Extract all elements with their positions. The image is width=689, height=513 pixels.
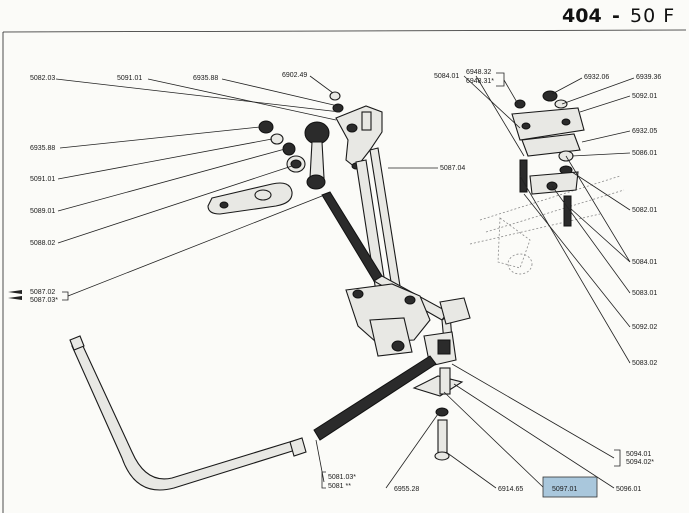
highlight-box-5097-01[interactable]	[542, 476, 598, 498]
bolt-6914-65	[437, 419, 448, 455]
label-5094-02: 5094.02*	[626, 459, 654, 466]
nut-6902-49	[329, 91, 341, 101]
arm-hole	[219, 201, 229, 209]
header-separator: -	[612, 5, 620, 27]
arm-eye	[254, 189, 272, 201]
bush-5089-01	[282, 142, 296, 156]
label-5092-02: 5092.02	[632, 324, 657, 331]
label-5089-01: 5089.01	[30, 208, 55, 215]
label-6914-65: 6914.65	[498, 486, 523, 493]
arrow-marker-icon	[8, 296, 22, 300]
label-5091-01-top: 5091.01	[117, 75, 142, 82]
ball-joint	[304, 121, 330, 145]
bottom-fastener-group	[412, 367, 464, 461]
nut-6935-88	[258, 120, 274, 134]
label-5094-01: 5094.01	[626, 451, 651, 458]
screw-5084-01	[563, 195, 572, 227]
drop-link	[309, 141, 325, 179]
label-5083-01: 5083.01	[632, 290, 657, 297]
label-5092-01: 5092.01	[632, 93, 657, 100]
label-5084-01: 5084.01	[632, 259, 657, 266]
header-section: 50 F	[630, 5, 675, 27]
label-5081: 5081 **	[328, 483, 351, 490]
right-assembly	[469, 90, 625, 275]
label-6902-49: 6902.49	[282, 72, 307, 79]
label-5091-01-left: 5091.01	[30, 176, 55, 183]
label-5082-03: 5082.03	[30, 75, 55, 82]
label-6948-31: 6948.31*	[466, 78, 494, 85]
mount-bush	[369, 317, 413, 357]
label-5087-04: 5087.04	[440, 165, 465, 172]
label-5088-02: 5088.02	[30, 240, 55, 247]
label-6955-28: 6955.28	[394, 486, 419, 493]
center-mount	[345, 283, 471, 357]
label-6932-06: 6932.06	[584, 74, 609, 81]
leader-lines	[55, 72, 635, 489]
label-6935-88-left: 6935.88	[30, 145, 55, 152]
label-5096-01: 5096.01	[616, 486, 641, 493]
label-5087-02: 5087.02	[30, 289, 55, 296]
frame-top-line	[2, 29, 687, 33]
header-model: 404	[562, 5, 602, 27]
u-bar	[71, 343, 303, 491]
label-6935-88-top: 6935.88	[193, 75, 218, 82]
screw-5082-01	[519, 159, 528, 193]
label-6948-32: 6948.32	[466, 69, 491, 76]
upper-plate-5092-01	[511, 107, 585, 141]
threaded-rod-lower	[313, 355, 437, 441]
label-6932-05: 6932.05	[632, 128, 657, 135]
label-5084-01-top: 5084.01	[434, 73, 459, 80]
washer-6955-28	[435, 407, 449, 417]
bolt-top	[361, 111, 372, 131]
label-5087-03: 5087.03*	[30, 297, 58, 304]
stud	[439, 367, 451, 395]
label-5097-01[interactable]: 5097.01	[552, 486, 577, 493]
label-6939-36: 6939.36	[636, 74, 661, 81]
label-5083-02: 5083.02	[632, 360, 657, 367]
label-5081-03: 5081.03*	[328, 474, 356, 481]
arrow-marker-icon	[8, 290, 22, 294]
label-5086-01: 5086.01	[632, 150, 657, 157]
plate-5096-01	[412, 375, 464, 397]
idler-arm	[207, 182, 293, 215]
washer-5091-01	[270, 133, 284, 145]
label-5082-01: 5082.01	[632, 207, 657, 214]
